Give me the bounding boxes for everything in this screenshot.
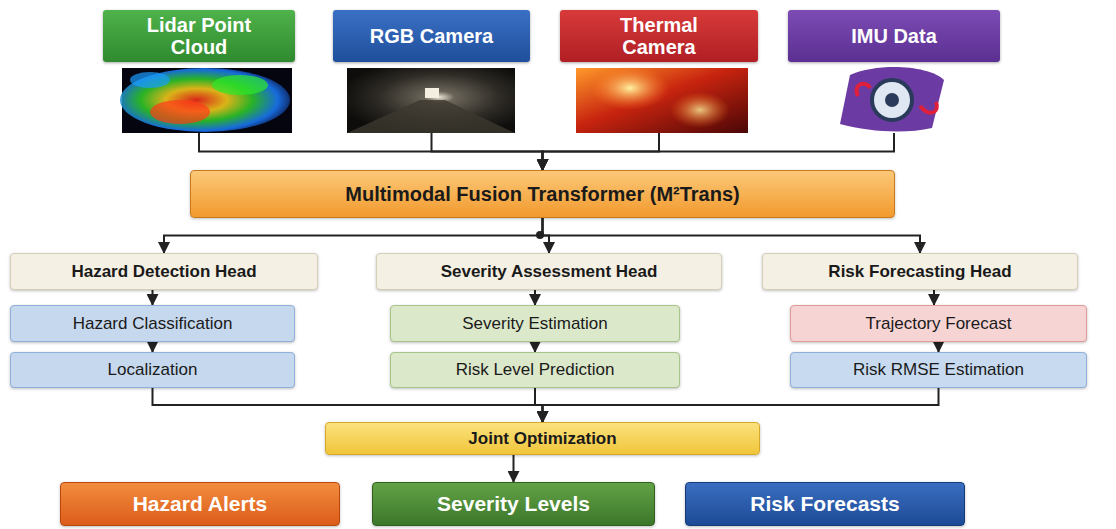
node-label: Hazard Alerts <box>133 492 268 516</box>
node-label: Trajectory Forecast <box>866 314 1012 333</box>
sensor-header: IMU Data <box>788 10 1000 62</box>
optimization-box: Joint Optimization <box>325 422 760 455</box>
task-box: Severity Estimation <box>390 305 680 342</box>
sensor-box: IMU Data <box>788 10 1000 133</box>
head-box: Hazard Detection Head <box>10 253 318 290</box>
task-box: Localization <box>10 352 295 388</box>
node-label: Severity Assessment Head <box>441 262 658 281</box>
connector-arrow <box>152 290 154 305</box>
node-label: Thermal Camera <box>588 14 730 59</box>
connector-arrow <box>513 455 515 482</box>
node-label: Hazard Detection Head <box>71 262 256 281</box>
connector-arrow <box>534 290 536 305</box>
head-box: Severity Assessment Head <box>376 253 722 290</box>
connector-arrow <box>543 388 939 422</box>
connector-arrow <box>535 388 543 422</box>
sensor-header: Lidar Point Cloud <box>103 10 295 62</box>
connector-arrow <box>164 218 543 253</box>
node-label: Severity Levels <box>437 492 590 516</box>
node-label: Severity Estimation <box>462 314 608 333</box>
connector-arrow <box>534 342 536 352</box>
node-label: Risk Forecasts <box>750 492 899 516</box>
node-label: IMU Data <box>851 25 937 47</box>
node-label: Risk Level Prediction <box>456 360 615 379</box>
connector-arrow <box>543 133 895 170</box>
node-label: Risk Forecasting Head <box>828 262 1011 281</box>
output-box: Severity Levels <box>372 482 655 526</box>
head-box: Risk Forecasting Head <box>762 253 1078 290</box>
sensor-header: Thermal Camera <box>560 10 758 62</box>
connector-arrow <box>199 133 543 170</box>
node-label: RGB Camera <box>370 25 493 47</box>
imu-icon <box>840 67 944 131</box>
node-label: Lidar Point Cloud <box>131 14 267 59</box>
connector-arrow <box>543 218 921 253</box>
node-label: Risk RMSE Estimation <box>853 360 1024 379</box>
node-label: Multimodal Fusion Transformer (M²Trans) <box>345 183 739 205</box>
connector-arrow <box>432 133 543 170</box>
fusion-box: Multimodal Fusion Transformer (M²Trans) <box>190 170 895 218</box>
node-label: Localization <box>108 360 198 379</box>
thermal-image <box>576 66 748 133</box>
task-box: Hazard Classification <box>10 305 295 342</box>
output-box: Hazard Alerts <box>60 482 340 526</box>
node-label: Hazard Classification <box>73 314 233 333</box>
lidar-image <box>120 68 292 133</box>
sensor-box: Thermal Camera <box>560 10 758 133</box>
output-box: Risk Forecasts <box>685 482 965 526</box>
node-label: Joint Optimization <box>468 429 616 448</box>
connector-arrow <box>152 342 154 352</box>
sensor-header: RGB Camera <box>333 10 530 62</box>
task-box: Trajectory Forecast <box>790 305 1087 342</box>
connector-arrow <box>938 342 940 352</box>
task-box: Risk Level Prediction <box>390 352 680 388</box>
connector-arrow <box>933 290 935 305</box>
connector-arrow <box>153 388 543 422</box>
task-box: Risk RMSE Estimation <box>790 352 1087 388</box>
sensor-box: RGB Camera <box>333 10 530 133</box>
sensor-box: Lidar Point Cloud <box>103 10 295 133</box>
rgb-image <box>347 68 515 133</box>
